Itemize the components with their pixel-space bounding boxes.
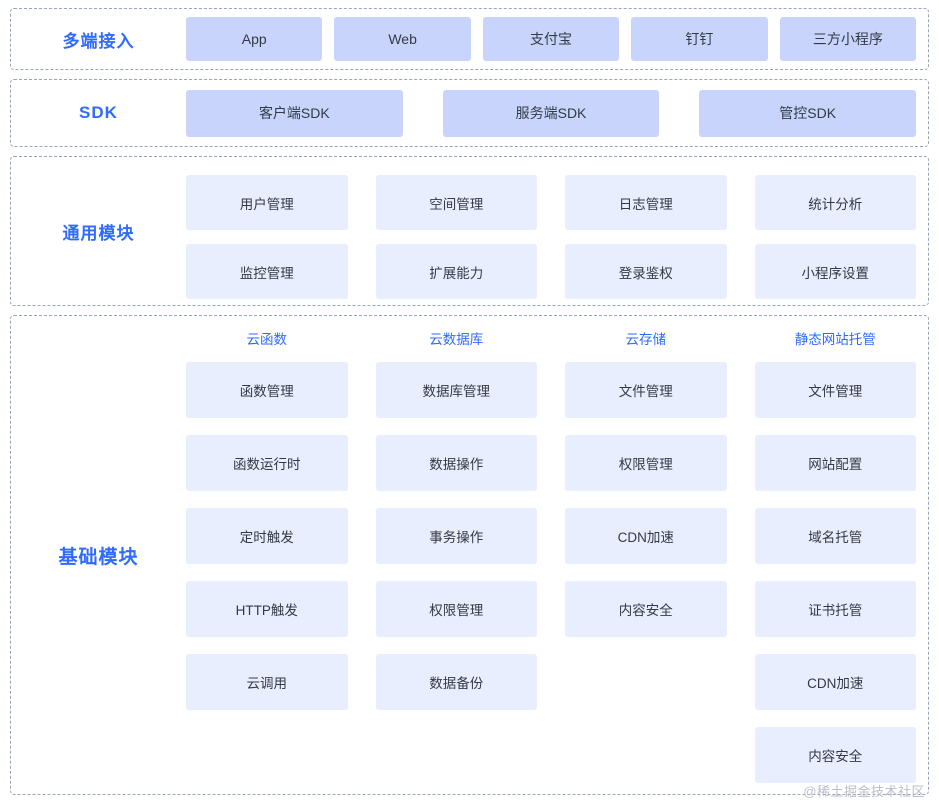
base-item-storage-cdn[interactable]: CDN加速 — [565, 508, 727, 564]
terminal-item-web[interactable]: Web — [334, 17, 471, 61]
common-item-extension-capability[interactable]: 扩展能力 — [375, 244, 537, 299]
base-column-cloud-function: 云函数 函数管理 函数运行时 定时触发 HTTP触发 云调用 — [186, 328, 348, 800]
base-item-hosting-content-security[interactable]: 内容安全 — [754, 727, 916, 783]
base-item-http-trigger[interactable]: HTTP触发 — [186, 581, 348, 637]
base-column-static-hosting: 静态网站托管 文件管理 网站配置 域名托管 证书托管 CDN加速 内容安全 — [754, 328, 916, 800]
band-body-multi-terminal: App Web 支付宝 钉钉 三方小程序 — [186, 17, 928, 61]
common-item-space-management[interactable]: 空间管理 — [375, 175, 537, 230]
base-column-title-cloud-function: 云函数 — [246, 332, 288, 347]
band-label-sdk: SDK — [79, 103, 118, 122]
base-item-scheduled-trigger[interactable]: 定时触发 — [186, 508, 348, 564]
terminal-item-dingtalk[interactable]: 钉钉 — [631, 17, 768, 61]
band-base-modules: 基础模块 云函数 函数管理 函数运行时 定时触发 HTTP触发 云调用 云数据库… — [10, 315, 929, 795]
base-item-data-backup[interactable]: 数据备份 — [375, 654, 537, 710]
common-item-login-auth[interactable]: 登录鉴权 — [565, 244, 727, 299]
base-item-cloud-call[interactable]: 云调用 — [186, 654, 348, 710]
base-column-title-static-hosting: 静态网站托管 — [794, 332, 876, 347]
band-label-common-modules: 通用模块 — [62, 223, 135, 243]
watermark: @稀土掘金技术社区 — [803, 784, 925, 799]
base-item-hosting-cdn[interactable]: CDN加速 — [754, 654, 916, 710]
common-item-miniprogram-settings[interactable]: 小程序设置 — [754, 244, 916, 299]
base-item-certificate-hosting[interactable]: 证书托管 — [754, 581, 916, 637]
grid-base-modules: 云函数 函数管理 函数运行时 定时触发 HTTP触发 云调用 云数据库 数据库管… — [186, 316, 928, 794]
band-body-sdk: 客户端SDK 服务端SDK 管控SDK — [186, 89, 928, 137]
base-column-title-cloud-storage: 云存储 — [625, 332, 667, 347]
base-column-cloud-storage: 云存储 文件管理 权限管理 CDN加速 内容安全 — [565, 328, 727, 800]
base-column-title-cloud-database: 云数据库 — [429, 332, 484, 347]
band-sdk: SDK 客户端SDK 服务端SDK 管控SDK — [10, 79, 929, 147]
band-label-base-modules: 基础模块 — [58, 546, 139, 568]
sdk-item-management[interactable]: 管控SDK — [699, 89, 917, 137]
base-item-storage-file-management[interactable]: 文件管理 — [565, 362, 727, 418]
base-item-hosting-file-management[interactable]: 文件管理 — [754, 362, 916, 418]
base-item-domain-hosting[interactable]: 域名托管 — [754, 508, 916, 564]
sdk-item-server[interactable]: 服务端SDK — [442, 89, 660, 137]
base-item-site-config[interactable]: 网站配置 — [754, 435, 916, 491]
base-column-cloud-database: 云数据库 数据库管理 数据操作 事务操作 权限管理 数据备份 — [375, 328, 537, 800]
grid-common-modules: 用户管理 空间管理 日志管理 统计分析 监控管理 扩展能力 登录鉴权 小程序设置 — [186, 157, 928, 305]
band-label-multi-terminal: 多端接入 — [62, 31, 135, 51]
base-item-function-runtime[interactable]: 函数运行时 — [186, 435, 348, 491]
base-item-storage-permission[interactable]: 权限管理 — [565, 435, 727, 491]
band-common-modules: 通用模块 用户管理 空间管理 日志管理 统计分析 监控管理 扩展能力 登录鉴权 … — [10, 156, 929, 306]
base-item-database-permission[interactable]: 权限管理 — [375, 581, 537, 637]
common-item-log-management[interactable]: 日志管理 — [565, 175, 727, 230]
base-item-storage-content-security[interactable]: 内容安全 — [565, 581, 727, 637]
base-item-function-management[interactable]: 函数管理 — [186, 362, 348, 418]
base-item-database-management[interactable]: 数据库管理 — [375, 362, 537, 418]
terminal-item-third-party-miniprogram[interactable]: 三方小程序 — [779, 17, 917, 61]
band-multi-terminal: 多端接入 App Web 支付宝 钉钉 三方小程序 — [10, 8, 929, 70]
base-item-data-operation[interactable]: 数据操作 — [375, 435, 537, 491]
base-item-transaction-operation[interactable]: 事务操作 — [375, 508, 537, 564]
common-item-user-management[interactable]: 用户管理 — [186, 175, 348, 230]
common-item-monitor-management[interactable]: 监控管理 — [186, 244, 348, 299]
sdk-item-client[interactable]: 客户端SDK — [186, 89, 403, 137]
terminal-item-app[interactable]: App — [186, 17, 323, 61]
common-item-statistics-analysis[interactable]: 统计分析 — [754, 175, 916, 230]
terminal-item-alipay[interactable]: 支付宝 — [482, 17, 620, 61]
